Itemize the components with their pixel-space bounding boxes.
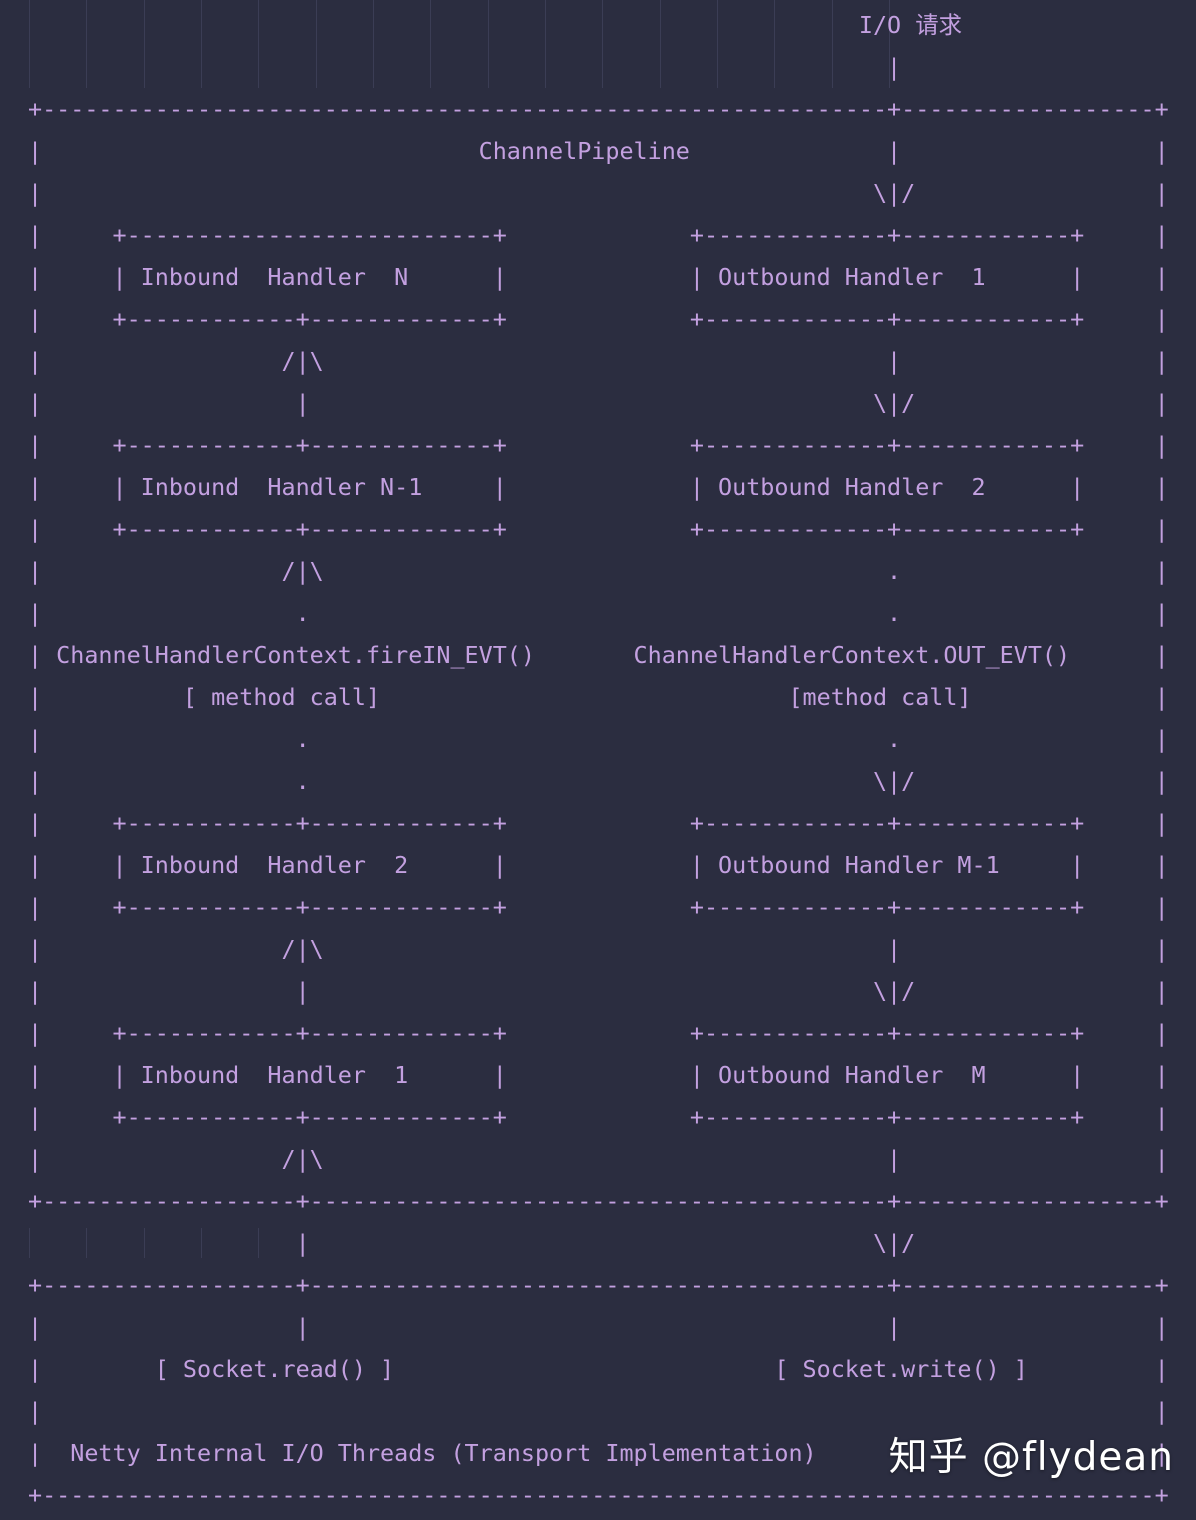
watermark-zhihu-flydean: 知乎 @flydean [888, 1435, 1174, 1480]
netty-channelpipeline-ascii-art: I/O 请求 | +------------------------------… [28, 11, 1169, 1509]
